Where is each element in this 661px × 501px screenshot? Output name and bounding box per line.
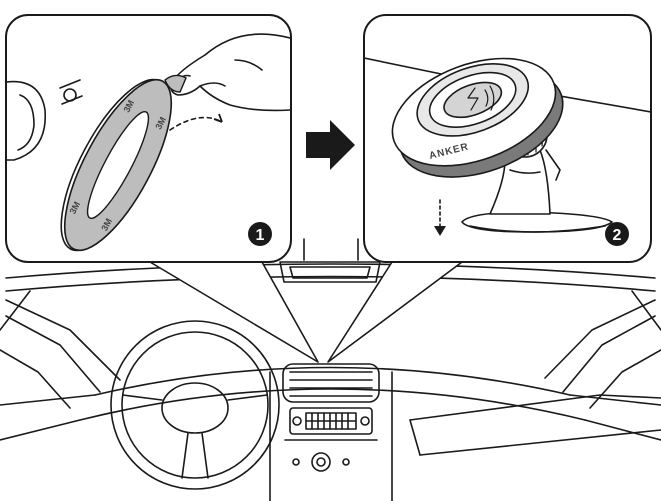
step-1-panel: 3M 3M 3M 3M 1 (5, 14, 292, 263)
next-step-arrow (306, 120, 355, 170)
car-interior (0, 238, 661, 501)
hand (170, 33, 290, 112)
charging-icon (467, 85, 495, 111)
step-2-badge (605, 222, 629, 246)
step-1-number: 1 (256, 227, 265, 244)
mount-base (7, 80, 47, 161)
magnetic-charger (391, 57, 564, 178)
step-2-number: 2 (613, 227, 622, 244)
step-2-panel: ANKER 2 (363, 14, 652, 263)
arrow-head (213, 113, 223, 123)
step-1-badge (248, 222, 272, 246)
